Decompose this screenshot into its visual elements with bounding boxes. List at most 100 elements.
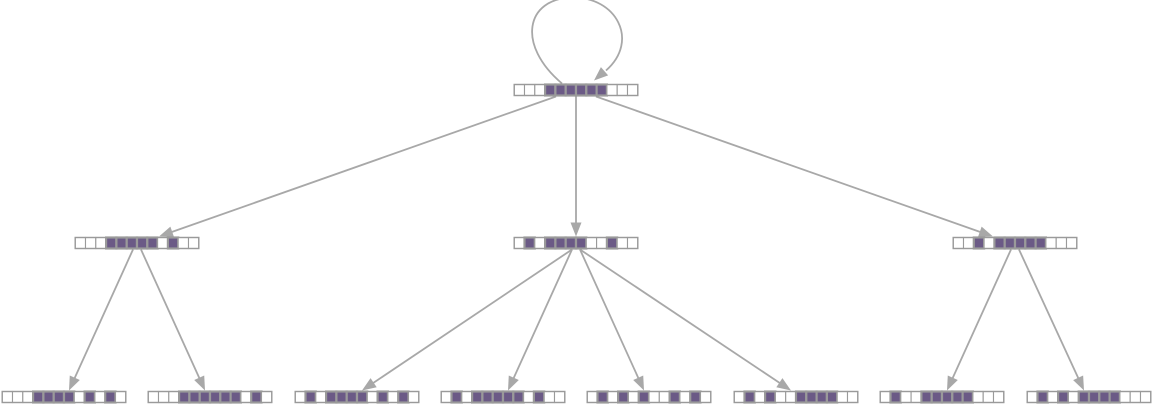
- empty-cell: [11, 390, 24, 404]
- state-node-frame: [513, 83, 639, 97]
- filled-cell: [689, 390, 702, 404]
- edge-middle-to-middle-child-2-arrowhead: [508, 375, 519, 391]
- empty-cell: [440, 390, 453, 404]
- nodes-layer: [1, 83, 1152, 404]
- empty-cell: [94, 390, 106, 404]
- filled-cell: [52, 390, 66, 404]
- state-node-frame: [879, 390, 1005, 404]
- empty-cell: [658, 390, 671, 404]
- self-loop-edge-root: [531, 0, 623, 85]
- edge-root-to-middle-arrowhead: [570, 222, 582, 237]
- filled-cell: [523, 236, 536, 250]
- state-node-right: [952, 236, 1078, 250]
- filled-cell: [961, 390, 974, 404]
- filled-cell: [335, 390, 348, 404]
- filled-cell: [491, 390, 505, 404]
- filled-cell: [1056, 390, 1070, 404]
- filled-cell: [1034, 236, 1047, 250]
- state-node-middle-child-3: [586, 390, 712, 404]
- empty-cell: [147, 390, 160, 404]
- edge-root-to-left: [159, 95, 557, 238]
- empty-cell: [1055, 236, 1068, 250]
- filled-cell: [574, 83, 588, 97]
- filled-cell: [1108, 390, 1121, 404]
- filled-cell: [743, 390, 756, 404]
- filled-cell: [104, 236, 118, 250]
- state-node-frame: [440, 390, 566, 404]
- filled-cell: [188, 390, 201, 404]
- empty-cell: [585, 236, 598, 250]
- edge-root-to-middle: [570, 96, 582, 237]
- filled-cell: [940, 390, 954, 404]
- empty-cell: [543, 390, 556, 404]
- state-node-middle-child-4: [733, 390, 859, 404]
- filled-cell: [355, 390, 369, 404]
- empty-cell: [294, 390, 307, 404]
- empty-cell: [910, 390, 922, 404]
- filled-cell: [501, 390, 515, 404]
- filled-cell: [198, 390, 212, 404]
- edge-right-to-right-child-1-line: [951, 249, 1012, 380]
- empty-cell: [627, 390, 640, 404]
- empty-cell: [260, 390, 273, 404]
- edge-middle-to-middle-child-3: [579, 249, 644, 391]
- filled-cell: [554, 236, 567, 250]
- empty-cell: [626, 83, 639, 97]
- empty-cell: [513, 83, 526, 97]
- filled-cell: [208, 390, 222, 404]
- filled-cell: [1087, 390, 1101, 404]
- empty-cell: [114, 390, 127, 404]
- filled-cell: [585, 83, 598, 97]
- empty-cell: [240, 390, 252, 404]
- filled-cell: [304, 390, 317, 404]
- empty-cell: [1026, 390, 1039, 404]
- filled-cell: [178, 390, 191, 404]
- edge-right-to-right-child-2: [1018, 249, 1084, 391]
- empty-cell: [982, 390, 995, 404]
- state-node-middle-child-2: [440, 390, 566, 404]
- filled-cell: [376, 390, 390, 404]
- filled-cell: [125, 236, 139, 250]
- edge-middle-to-middle-child-4-arrowhead: [776, 378, 791, 391]
- filled-cell: [229, 390, 243, 404]
- filled-cell: [825, 390, 839, 404]
- empty-cell: [553, 390, 566, 404]
- filled-cell: [104, 390, 117, 404]
- self-loop-edge-line: [531, 0, 623, 85]
- filled-cell: [166, 236, 180, 250]
- empty-cell: [679, 390, 691, 404]
- filled-cell: [763, 390, 777, 404]
- filled-cell: [397, 390, 410, 404]
- empty-cell: [596, 236, 608, 250]
- edge-middle-to-middle-child-2: [508, 249, 573, 391]
- empty-cell: [22, 390, 34, 404]
- edge-left-to-left-child-2-arrowhead: [194, 375, 205, 391]
- state-node-frame: [1, 390, 127, 404]
- filled-cell: [42, 390, 55, 404]
- filled-cell: [543, 83, 557, 97]
- empty-cell: [534, 83, 546, 97]
- empty-cell: [523, 390, 535, 404]
- edge-root-to-right: [595, 95, 993, 238]
- edge-middle-to-middle-child-1: [362, 248, 573, 391]
- filled-cell: [450, 390, 463, 404]
- state-node-frame: [294, 390, 420, 404]
- filled-cell: [605, 236, 619, 250]
- empty-cell: [168, 390, 180, 404]
- filled-cell: [146, 236, 159, 250]
- filled-cell: [930, 390, 944, 404]
- empty-cell: [157, 390, 170, 404]
- empty-cell: [407, 390, 420, 404]
- filled-cell: [920, 390, 933, 404]
- filled-cell: [564, 83, 578, 97]
- filled-cell: [637, 390, 651, 404]
- edge-root-to-right-arrowhead: [977, 226, 993, 238]
- empty-cell: [461, 390, 473, 404]
- empty-cell: [774, 390, 787, 404]
- empty-cell: [616, 236, 629, 250]
- state-node-left-child-2: [147, 390, 273, 404]
- edge-right-to-right-child-2-arrowhead: [1073, 375, 1084, 391]
- edge-left-to-left-child-2: [140, 249, 205, 391]
- filled-cell: [543, 236, 557, 250]
- state-node-left: [74, 236, 200, 250]
